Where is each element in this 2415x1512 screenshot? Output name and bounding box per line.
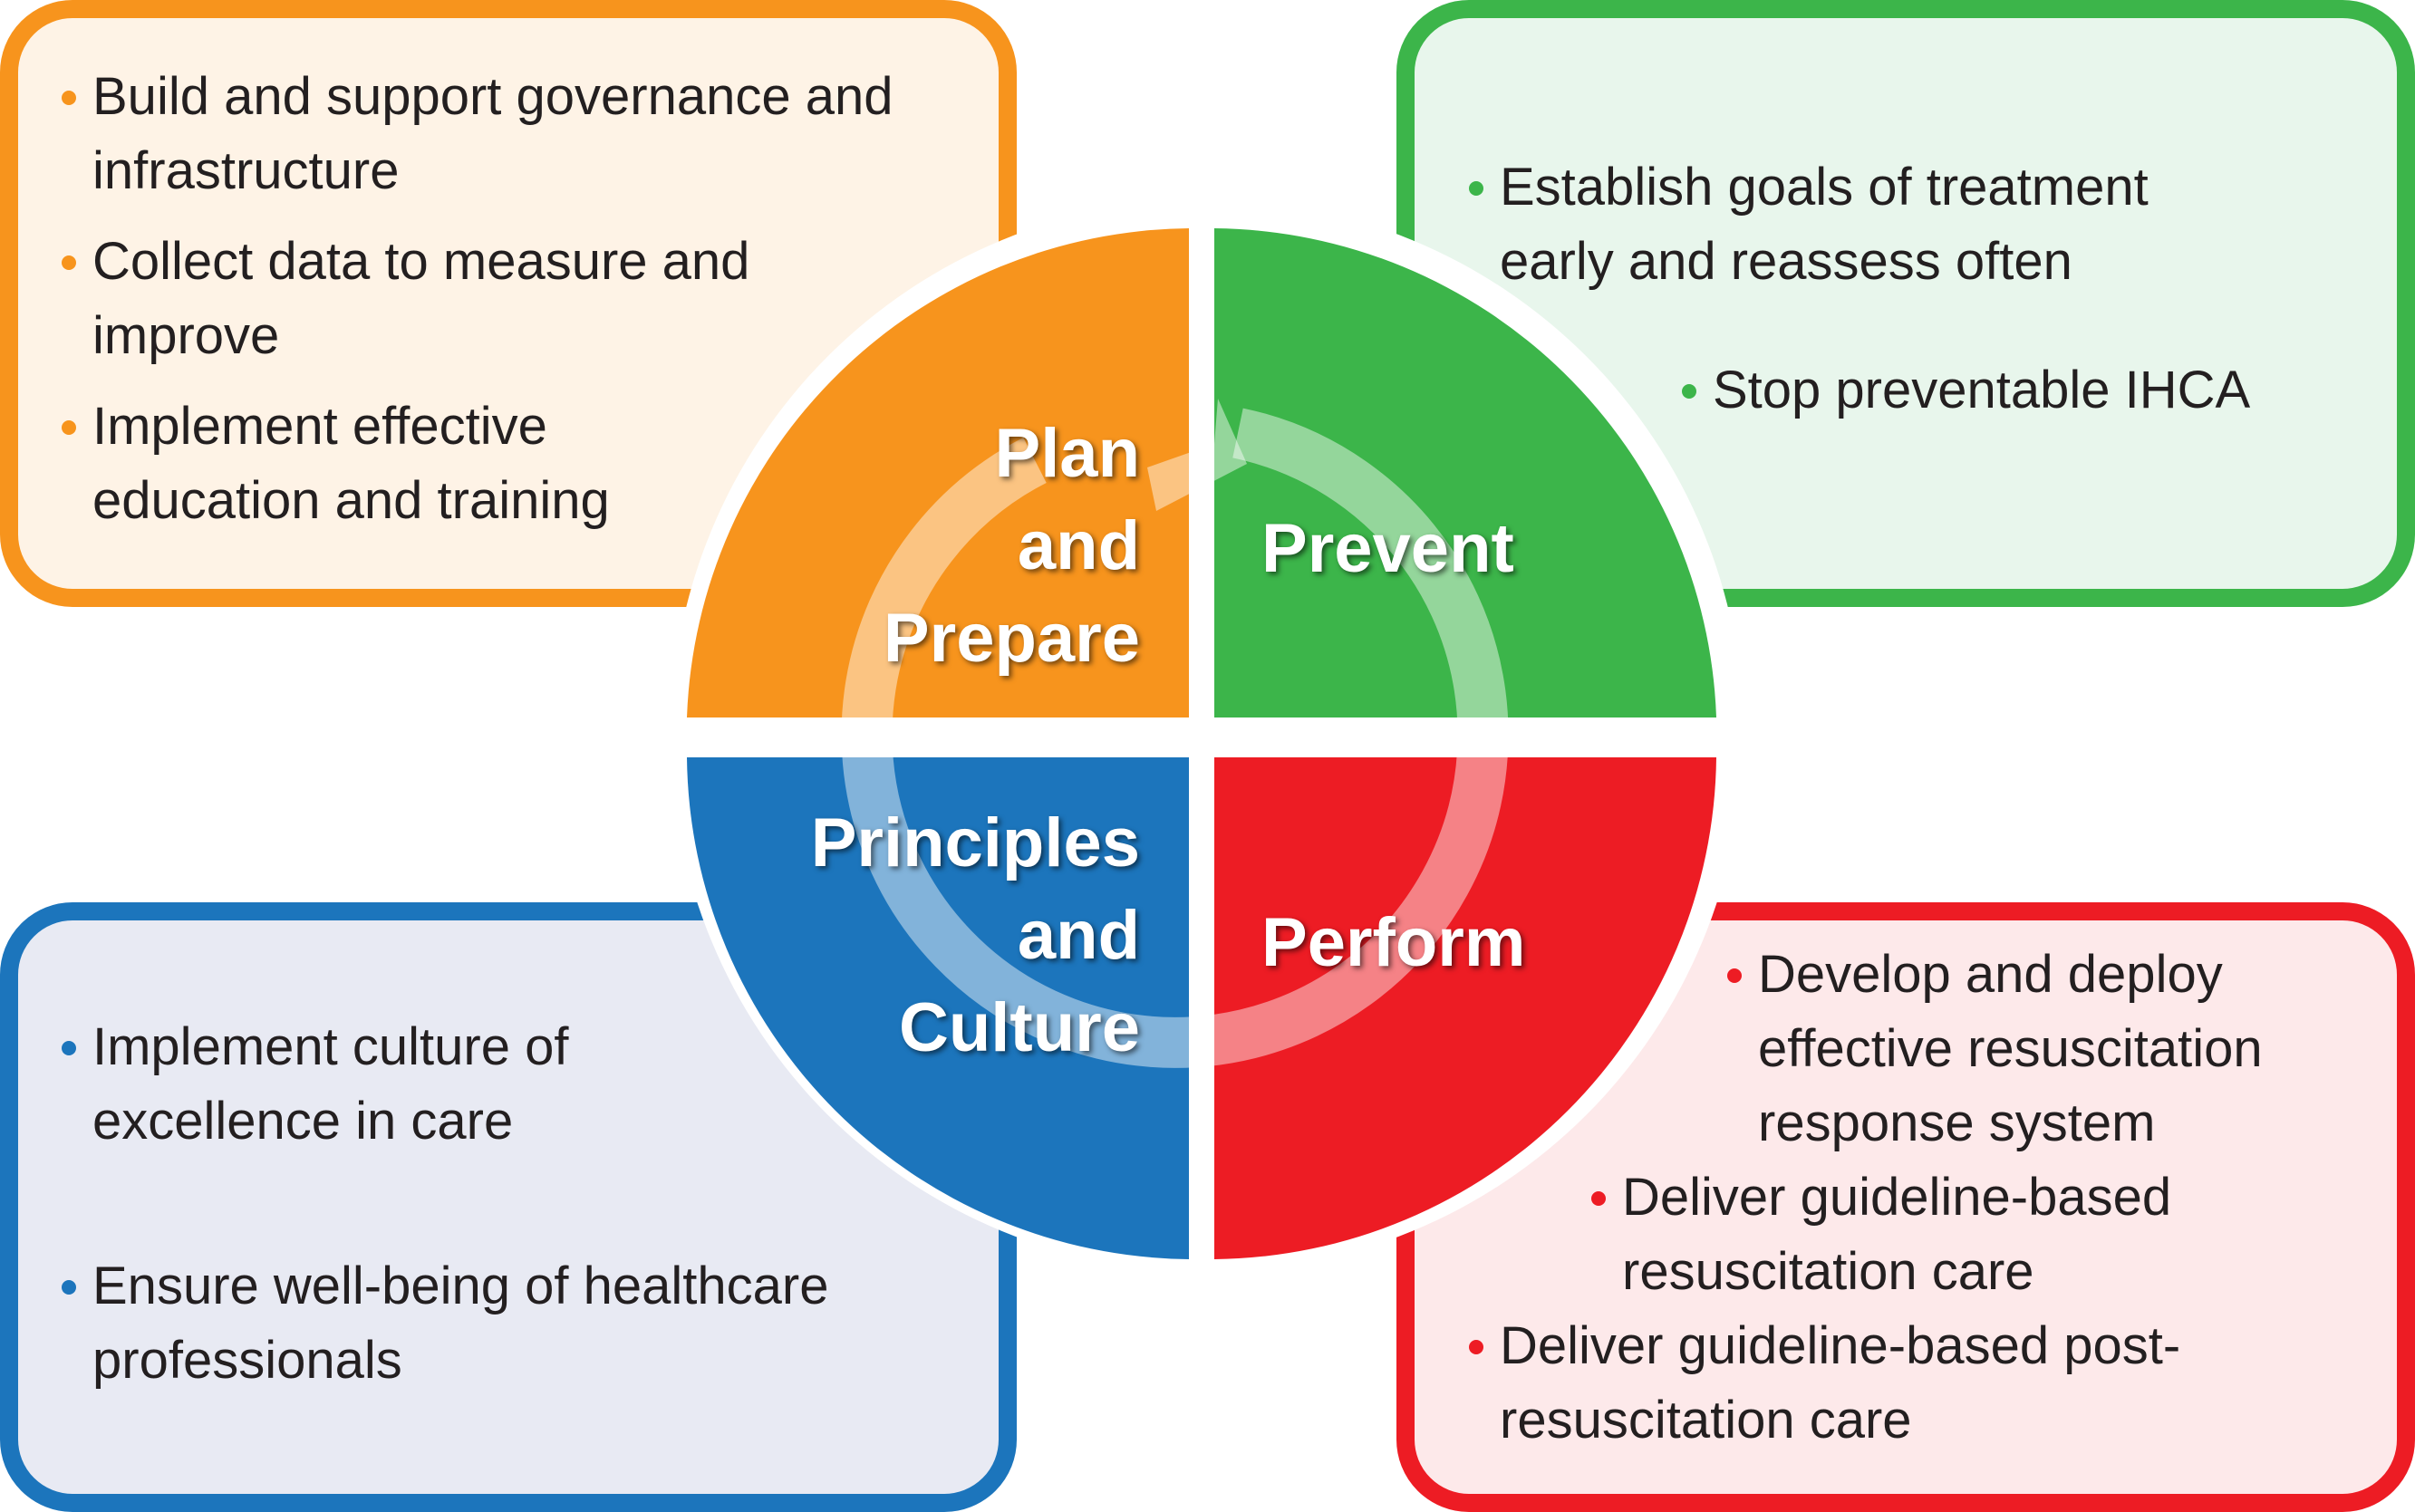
- bullet-icon: [1591, 1191, 1606, 1206]
- prevent-label: Prevent: [1261, 503, 1514, 595]
- cycle-arrow-head-icon: [1147, 399, 1247, 511]
- list-item: Implement culture of excellence in care: [56, 1010, 944, 1159]
- bullet-icon: [1469, 1340, 1483, 1354]
- list-item: Ensure well-being of healthcare professi…: [56, 1249, 944, 1398]
- bullet-icon: [62, 420, 76, 435]
- list-item-text: Ensure well-being of healthcare professi…: [92, 1257, 829, 1390]
- list-item: Implement effective education and traini…: [56, 390, 926, 538]
- list-item: Collect data to measure and improve: [56, 225, 926, 373]
- list-item: Deliver guideline-based resuscitation ca…: [1586, 1160, 2370, 1309]
- label-line: Culture: [899, 989, 1140, 1066]
- bullet-icon: [1682, 384, 1696, 399]
- label-line: Perform: [1261, 904, 1526, 981]
- list-item-text: Deliver guideline-based post-resuscitati…: [1500, 1316, 2181, 1449]
- label-line: Prevent: [1261, 510, 1514, 587]
- label-line: Prepare: [883, 600, 1140, 677]
- principles-culture-label: Principles and Culture: [725, 797, 1140, 1074]
- list-item: Stop preventable IHCA: [1676, 353, 2333, 428]
- bullet-icon: [1469, 181, 1483, 196]
- prevent-list: Establish goals of treatment early and r…: [1463, 150, 2333, 446]
- bullet-icon: [1727, 968, 1742, 983]
- plan-prepare-list: Build and support governance and infrast…: [56, 60, 926, 556]
- list-item-text: Build and support governance and infrast…: [92, 67, 894, 200]
- plan-prepare-label: Plan and Prepare: [816, 408, 1140, 685]
- list-item-text: Implement culture of excellence in care: [92, 1017, 569, 1151]
- perform-label: Perform: [1261, 897, 1525, 989]
- list-item-text: Deliver guideline-based resuscitation ca…: [1622, 1168, 2172, 1301]
- list-item: Establish goals of treatment early and r…: [1463, 150, 2333, 299]
- list-item-text: Develop and deploy effective resuscitati…: [1758, 945, 2263, 1152]
- principles-culture-list: Implement culture of excellence in care …: [56, 1010, 944, 1416]
- label-line: and: [1017, 507, 1140, 584]
- label-line: and: [1017, 897, 1140, 974]
- label-line: Plan: [994, 415, 1141, 492]
- list-item: Build and support governance and infrast…: [56, 60, 926, 208]
- bullet-icon: [62, 1041, 76, 1055]
- list-item-text: Establish goals of treatment early and r…: [1500, 158, 2149, 291]
- perform-list: Develop and deploy effective resuscitati…: [1463, 938, 2370, 1476]
- list-item-text: Implement effective education and traini…: [92, 397, 610, 530]
- list-item: Develop and deploy effective resuscitati…: [1722, 938, 2370, 1160]
- bullet-icon: [62, 91, 76, 105]
- list-item-text: Collect data to measure and improve: [92, 232, 750, 365]
- bullet-icon: [62, 1280, 76, 1295]
- list-item: Deliver guideline-based post-resuscitati…: [1463, 1309, 2370, 1458]
- list-item-text: Stop preventable IHCA: [1713, 361, 2251, 419]
- label-line: Principles: [810, 804, 1140, 881]
- bullet-icon: [62, 255, 76, 270]
